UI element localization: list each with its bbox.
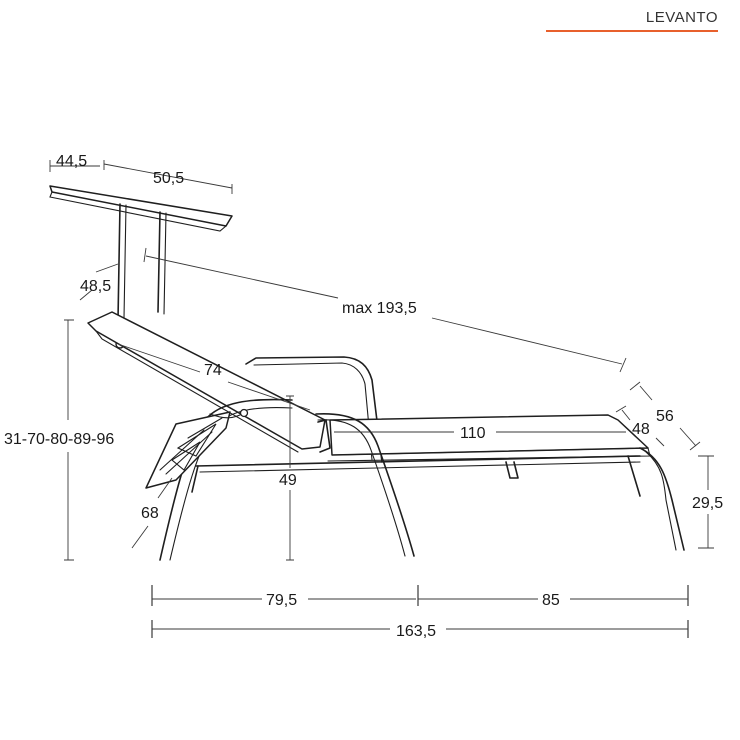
label-width-inner: 48 <box>632 421 650 438</box>
front-leg-b <box>639 447 685 551</box>
leg-rest-hatch-4 <box>176 423 217 457</box>
dim-line-backrest <box>117 343 311 411</box>
brand-name: LEVANTO <box>645 9 718 26</box>
seat-bed-edge <box>327 447 651 462</box>
dimension-labels: 44,5 50,5 48,5 max 193,5 31-70-80-89-96 … <box>4 153 723 640</box>
rear-short-leg <box>191 465 199 493</box>
base-rail-lower <box>199 461 641 473</box>
dim-ticks-bottom <box>151 585 689 638</box>
center-foot <box>505 461 519 479</box>
shade-support-left-inner <box>123 204 127 319</box>
label-shade-arm: 48,5 <box>80 278 111 295</box>
sun-shade-panel <box>49 185 233 227</box>
armrest <box>245 356 383 463</box>
label-total-length: 163,5 <box>396 623 436 640</box>
label-front-length: 85 <box>542 592 560 609</box>
front-leg-a <box>627 455 641 497</box>
armrest-inner <box>253 362 373 461</box>
label-backrest-length: 74 <box>204 362 222 379</box>
label-width-outer: 56 <box>656 408 674 425</box>
recline-hinge <box>239 408 249 418</box>
dimension-lines <box>49 160 714 638</box>
dim-line-shade-arm <box>79 263 119 301</box>
leg-rest-support <box>209 413 243 419</box>
base-rail <box>195 455 641 467</box>
label-bed-length: 110 <box>460 425 486 442</box>
dim-line-shade-depth <box>49 160 100 172</box>
seat-bed-panel <box>329 414 649 456</box>
label-leg-rest: 68 <box>141 505 159 522</box>
front-leg-b-inner <box>645 451 677 551</box>
label-shade-depth: 44,5 <box>56 153 87 170</box>
label-max-length: max 193,5 <box>342 300 417 317</box>
label-foot-height: 29,5 <box>692 495 723 512</box>
label-seat-height: 49 <box>279 472 297 489</box>
mid-leg <box>315 413 415 557</box>
label-shade-width: 50,5 <box>153 170 184 187</box>
dim-line-shade-width <box>103 160 233 194</box>
shade-support-left <box>117 203 121 321</box>
dim-line-backrest-height <box>64 319 74 561</box>
shade-support-right-inner <box>163 212 167 315</box>
label-rear-length: 79,5 <box>266 592 297 609</box>
dim-line-max-length <box>143 247 627 373</box>
brand-header: LEVANTO <box>546 6 718 32</box>
brand-underline <box>546 30 718 32</box>
label-backrest-heights: 31-70-80-89-96 <box>4 431 114 448</box>
mid-leg-inner <box>317 419 406 557</box>
backrest-roll <box>317 419 331 453</box>
dim-line-width-outer <box>629 381 701 451</box>
lounger-drawing <box>49 185 685 561</box>
shade-support-right <box>157 211 161 313</box>
dim-line-foot-height <box>698 455 714 549</box>
dim-line-seat-height <box>286 395 294 561</box>
dim-line-leg-rest <box>131 477 173 549</box>
dim-line-width-inner <box>615 405 665 447</box>
sun-shade-edge <box>49 191 227 232</box>
leg-rest-hatch-5 <box>187 417 223 439</box>
